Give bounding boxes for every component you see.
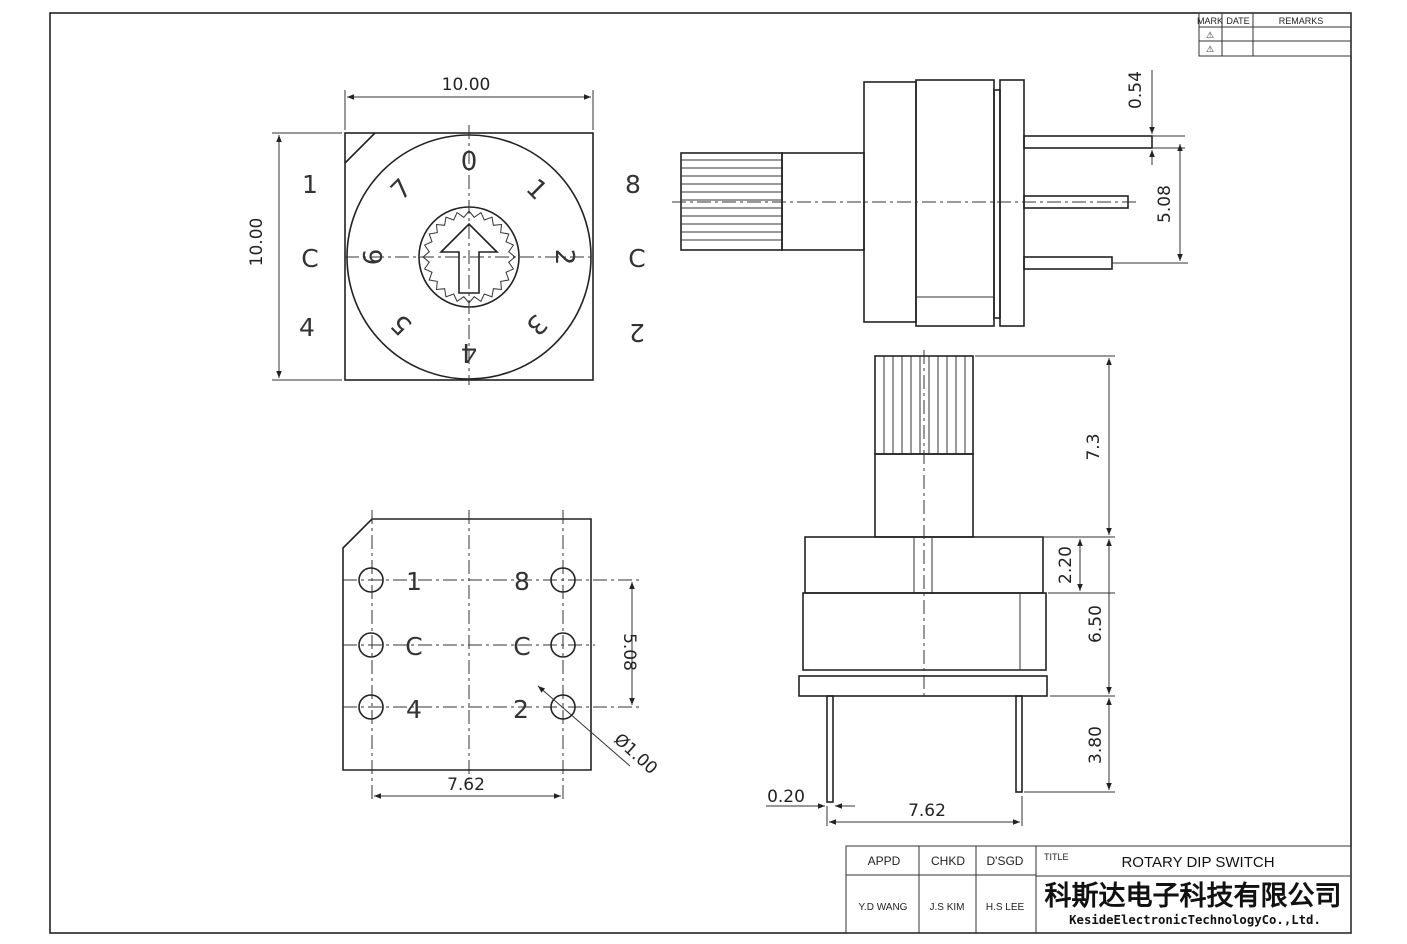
front-cap-dim: 2.20: [1056, 546, 1076, 584]
top-pin-right-3: 2: [629, 318, 645, 347]
rev-mark-1: ⚠: [1206, 30, 1214, 40]
top-view: 0 1 2 3 4 5 6 7 1 C 4 8 C 2 10.00 10.00: [247, 75, 646, 385]
bottom-hole-r3: [550, 694, 576, 720]
bottom-hole-dim: Ø1.00: [610, 730, 661, 779]
dsgd-name: H.S LEE: [986, 902, 1025, 913]
appd-label: APPD: [868, 854, 901, 868]
side-body-2: [915, 79, 995, 327]
arrow-indicator-icon: [439, 222, 499, 294]
front-body-dim: 6.50: [1086, 605, 1106, 643]
title-block: APPD CHKD D'SGD TITLE ROTARY DIP SWITCH …: [845, 845, 1352, 934]
top-pin-left-3: 4: [299, 313, 315, 342]
front-pin-left: [826, 695, 834, 803]
bottom-pin-right-3: 2: [513, 695, 529, 724]
dsgd-label: D'SGD: [987, 854, 1024, 868]
dial-number: 1: [520, 173, 553, 206]
side-pin-dim: 0.54: [1126, 71, 1146, 109]
front-pinlen-dim: 3.80: [1086, 726, 1106, 764]
side-base: [999, 79, 1025, 327]
dial-number: 3: [520, 308, 553, 341]
top-height-dim: 10.00: [247, 218, 267, 267]
drawing-title: ROTARY DIP SWITCH: [1121, 854, 1274, 871]
rev-header-remarks: REMARKS: [1279, 16, 1324, 26]
dial-number: 6: [359, 249, 389, 266]
appd-name: Y.D WANG: [859, 902, 908, 913]
dial-number: 7: [385, 173, 418, 206]
top-view-chamfer: [344, 132, 376, 164]
chkd-label: CHKD: [931, 854, 965, 868]
side-pitch-dim: 5.08: [1155, 185, 1175, 223]
top-pin-left-1: 1: [302, 170, 318, 199]
rev-header-mark: MARK: [1197, 16, 1223, 26]
company-name-cn: 科斯达电子科技有限公司: [1045, 881, 1342, 912]
rev-header-date: DATE: [1226, 16, 1249, 26]
side-view: 0.54 5.08: [672, 70, 1188, 327]
side-pin-3: [1023, 256, 1113, 270]
dial-number: 5: [385, 308, 418, 341]
bottom-pin-right-2: C: [513, 632, 530, 661]
dial-number: 0: [461, 147, 478, 177]
bottom-view: 1 C 4 8 C 2 5.08 Ø1.00 7.62: [342, 510, 661, 800]
bottom-hole-r1: [550, 567, 576, 593]
top-pin-left-2: C: [301, 244, 318, 273]
revision-table: MARK DATE REMARKS ⚠ ⚠: [1197, 12, 1352, 57]
rev-mark-2: ⚠: [1206, 44, 1214, 54]
bottom-pin-left-3: 4: [406, 695, 422, 724]
front-pin-right: [1015, 695, 1023, 793]
side-pin-1: [1023, 135, 1153, 149]
top-width-dim: 10.00: [442, 75, 491, 95]
bottom-hole-l2: [358, 632, 384, 658]
bottom-hole-l1: [358, 567, 384, 593]
dial-number: 2: [549, 249, 579, 266]
bottom-pin-right-1: 8: [514, 567, 530, 596]
bottom-spacing-dim: 7.62: [447, 775, 485, 795]
title-label: TITLE: [1044, 852, 1069, 862]
front-pin-thick-dim: 0.20: [767, 787, 805, 807]
front-spacing-dim: 7.62: [908, 801, 946, 821]
top-pin-right-2: C: [628, 244, 645, 273]
bottom-pitch-dim: 5.08: [619, 633, 639, 671]
front-shaft-dim: 7.3: [1084, 433, 1104, 460]
bottom-hole-l3: [358, 694, 384, 720]
top-pin-right-1: 8: [625, 170, 641, 199]
bottom-hole-r2: [550, 632, 576, 658]
front-view: 7.3 2.20 6.50 3.80 0.20 7.62: [766, 350, 1115, 826]
chkd-name: J.S KIM: [929, 902, 964, 913]
bottom-view-body: [342, 518, 592, 771]
drawing-frame: [49, 12, 1352, 934]
dial-number: 4: [461, 337, 478, 367]
bottom-pin-left-1: 1: [406, 567, 422, 596]
bottom-pin-left-2: C: [405, 632, 422, 661]
front-base: [798, 675, 1048, 697]
company-name-en: KesideElectronicTechnologyCo.,Ltd.: [1069, 913, 1321, 927]
